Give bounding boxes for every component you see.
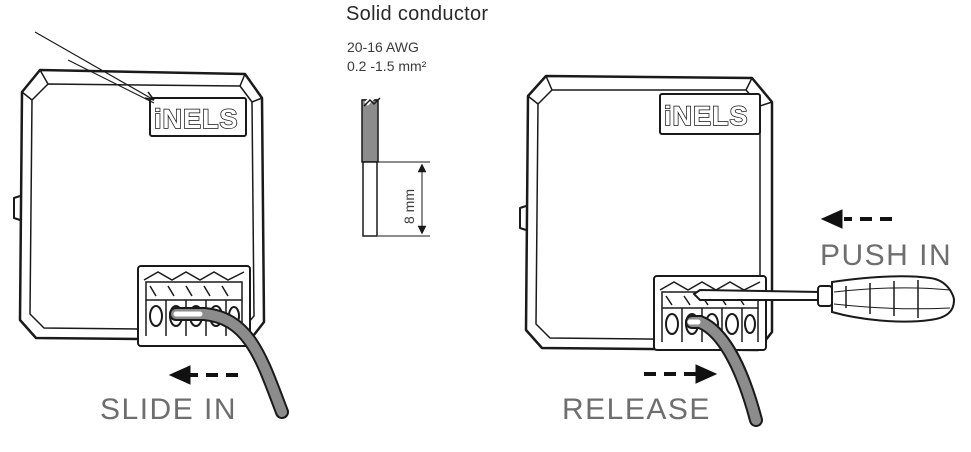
left-wire — [169, 307, 289, 419]
mm2-range: 0.2 -1.5 mm² — [347, 58, 427, 74]
right-terminal-block — [653, 275, 767, 351]
conductor-diagram — [361, 94, 430, 237]
right-logo: iNELS — [664, 101, 749, 131]
release-arrow — [644, 364, 718, 384]
conductor-title: Solid conductor — [346, 3, 488, 25]
awg-range: 20-16 AWG — [347, 39, 419, 55]
strip-length-label: 8 mm — [401, 189, 417, 224]
left-logo: iNELS — [154, 104, 239, 134]
release-label: RELEASE — [562, 393, 711, 426]
left-terminal-block — [137, 265, 251, 347]
slide-in-label: SLIDE IN — [100, 393, 237, 426]
right-wire — [685, 315, 763, 427]
push-in-arrow — [820, 209, 892, 229]
slide-in-arrow — [168, 365, 238, 385]
screwdriver — [692, 275, 956, 323]
left-leader-lines — [34, 31, 155, 104]
push-in-label: PUSH IN — [820, 239, 952, 272]
